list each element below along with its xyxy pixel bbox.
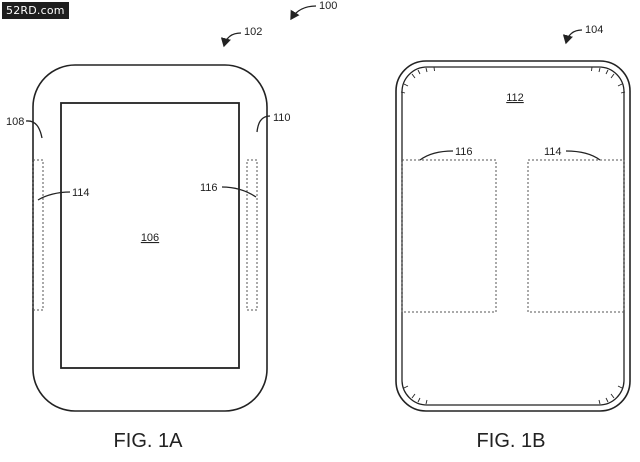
leader-116-a [221, 186, 257, 198]
arrow-102 [220, 32, 242, 48]
corner-ticks-bottom-left [403, 385, 428, 405]
figure-1a: 108 110 114 116 106 102 FIG. 1A [6, 26, 291, 452]
caption-fig-1b: FIG. 1B [477, 430, 546, 452]
leader-114-b [565, 150, 601, 161]
device-outer-body-1b [395, 60, 631, 412]
watermark: 52RD.com [2, 2, 69, 19]
leader-114-a [37, 191, 71, 201]
leader-116-b [419, 150, 454, 161]
corner-ticks-right [591, 66, 626, 94]
label-102: 102 [244, 26, 262, 38]
region-116 [401, 159, 497, 313]
arrow-100 [290, 5, 317, 21]
label-114-a: 114 [72, 187, 90, 199]
label-108: 108 [6, 116, 24, 128]
display-screen-106 [60, 102, 240, 369]
caption-fig-1a: FIG. 1A [114, 430, 184, 452]
label-100: 100 [319, 0, 337, 12]
label-112: 112 [506, 92, 524, 104]
edge-region-left [32, 159, 44, 311]
label-116-a: 116 [200, 182, 218, 194]
label-106: 106 [141, 232, 159, 244]
leader-108 [25, 120, 43, 139]
leader-110 [256, 115, 271, 133]
label-116-b: 116 [455, 146, 473, 158]
arrow-104 [562, 29, 583, 45]
corner-ticks-left [400, 66, 435, 94]
region-114 [527, 159, 625, 313]
label-114-b: 114 [544, 146, 562, 158]
corner-ticks-bottom-right [598, 385, 623, 405]
edge-region-right [246, 159, 258, 311]
figure-1b: 112 116 114 104 FIG. 1B [395, 24, 631, 452]
device-inner-body-1b [401, 66, 625, 406]
label-110: 110 [273, 112, 291, 124]
label-104: 104 [585, 24, 603, 36]
